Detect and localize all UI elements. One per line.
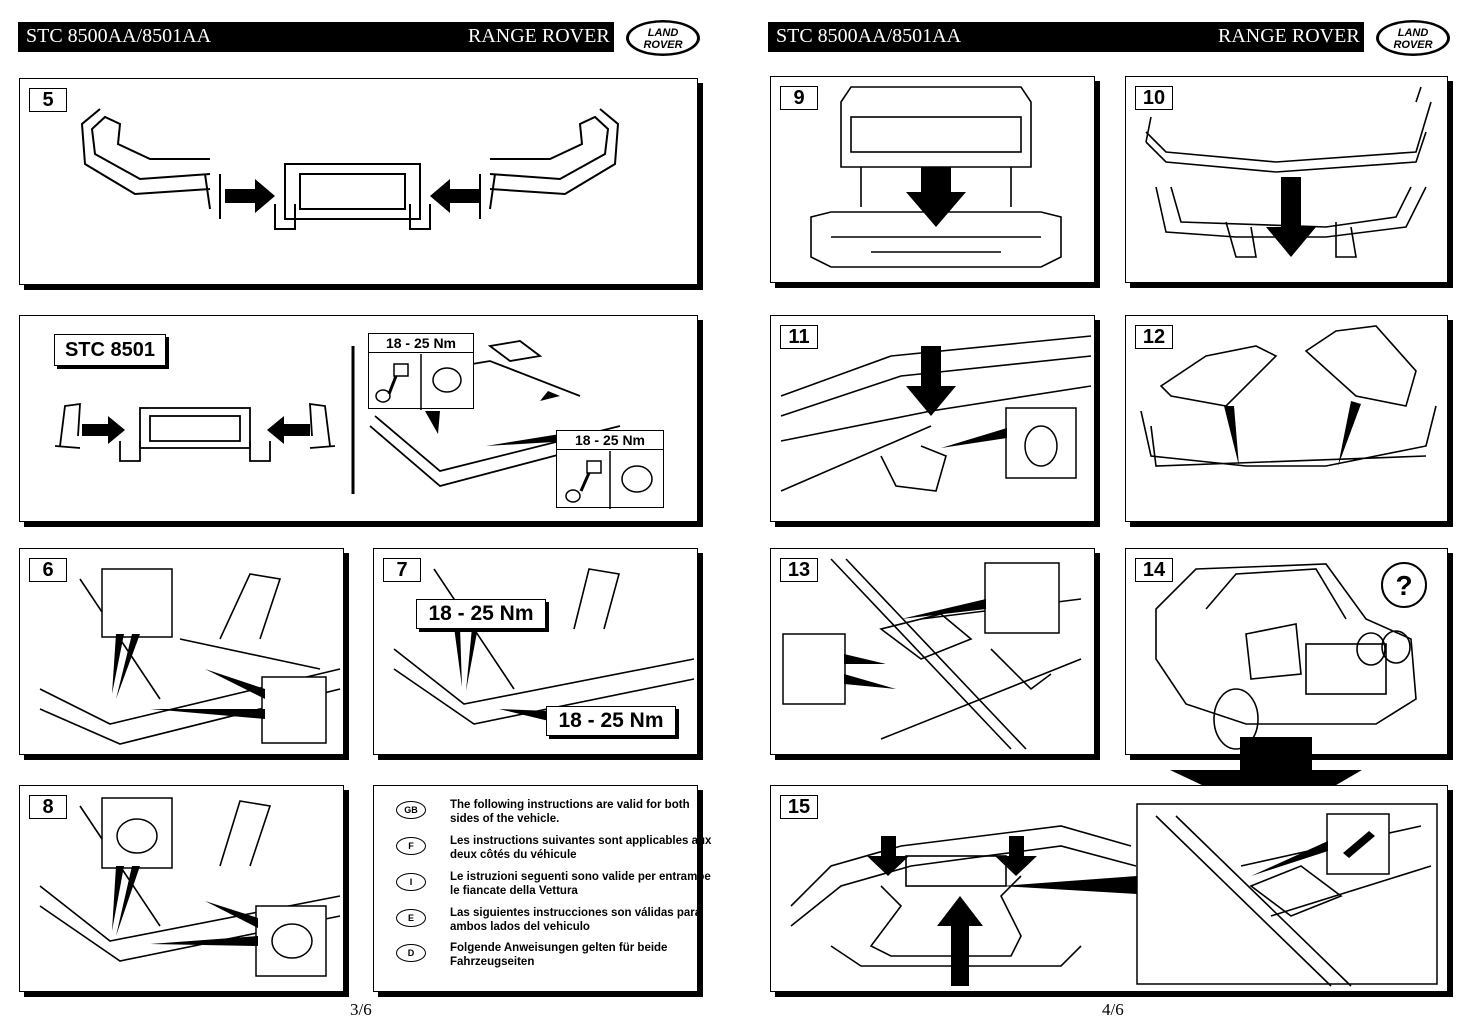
lang-badge-f: F [396,837,426,855]
step-9-panel: 9 [770,76,1095,283]
step-5-illustration [80,108,620,230]
lang-badge-gb: GB [396,801,426,819]
step-13-illustration [782,558,1082,750]
stc8501-panel: STC 8501 18 - 25 Nm 18 - 25 Nm [19,315,698,522]
step-8-number: 8 [29,795,67,819]
step-14-panel: 14 ? [1125,548,1448,755]
step-8-panel: 8 [19,785,344,992]
step-7-illustration [393,568,695,725]
step-7-panel: 7 18 - 25 Nm 18 - 25 Nm [373,548,698,755]
step-5-panel: 5 [19,78,698,285]
lang-badge-i: I [396,873,426,891]
right-header-bar: STC 8500AA/8501AA RANGE ROVER [768,22,1364,52]
instruction-gb-text: The following instructions are valid for… [450,799,690,825]
step-10-panel: 10 [1125,76,1448,283]
instruction-e-text: Las siguientes instrucciones son válidas… [450,907,702,933]
step-15-panel: 15 [770,785,1448,992]
step-6-illustration [39,568,341,745]
step-11-number: 11 [780,325,818,349]
right-header-model: RANGE ROVER [1218,25,1360,47]
torque-box-b-label: 18 - 25 Nm [557,431,663,450]
left-header-bar: STC 8500AA/8501AA RANGE ROVER [18,22,614,52]
step-13-number: 13 [780,558,818,582]
logo-text-2: ROVER [1393,39,1432,51]
instruction-d-text: Folgende Anweisungen gelten für beide Fa… [450,942,668,968]
step-12-illustration [1140,325,1437,467]
step-7-number: 7 [383,558,421,582]
step-9-illustration [810,86,1062,268]
left-page-number: 3/6 [350,1000,372,1019]
bolt-and-cap-icon-b [565,451,653,509]
step-12-panel: 12 [1125,315,1448,522]
right-header-code: STC 8500AA/8501AA [776,25,962,47]
step-6-panel: 6 [19,548,344,755]
question-mark-icon: ? [1395,570,1412,601]
step-14-illustration: ? [1155,562,1427,750]
lang-badge-d: D [396,944,426,962]
step-5-number: 5 [29,88,67,112]
step-10-number: 10 [1135,86,1173,110]
step-15-illustration [790,803,1438,987]
instruction-i-text: Le istruzioni seguenti sono valide per e… [450,871,711,897]
lang-badge-e: E [396,909,426,927]
step-12-number: 12 [1135,325,1173,349]
logo-text-1: LAND [648,27,679,39]
left-header-code: STC 8500AA/8501AA [26,25,212,47]
step-15-number: 15 [780,795,818,819]
torque-box-a: 18 - 25 Nm [368,333,474,410]
left-header-model: RANGE ROVER [468,25,610,47]
step-8-illustration [39,797,341,977]
step-11-illustration [780,335,1092,492]
bolt-and-cap-icon [375,354,462,410]
logo-text-2: ROVER [643,39,682,51]
torque-box-a-label: 18 - 25 Nm [369,334,473,353]
land-rover-logo-left: LAND ROVER [624,18,702,58]
step-10-illustration [1145,86,1432,258]
right-page-number: 4/6 [1102,1000,1124,1019]
step-7-torque-b: 18 - 25 Nm [546,706,676,736]
step-6-number: 6 [29,558,67,582]
instructions-panel: GB The following instructions are valid … [373,785,711,992]
logo-text-1: LAND [1398,27,1429,39]
step-9-number: 9 [780,86,818,110]
step-13-panel: 13 [770,548,1095,755]
land-rover-logo-right: LAND ROVER [1374,18,1452,58]
torque-box-b: 18 - 25 Nm [556,430,664,509]
step-11-panel: 11 [770,315,1095,522]
stc8501-label: STC 8501 [54,334,166,366]
instruction-f-text: Les instructions suivantes sont applicab… [450,835,712,861]
step-14-number: 14 [1135,558,1173,582]
step-7-torque-a: 18 - 25 Nm [416,599,546,629]
